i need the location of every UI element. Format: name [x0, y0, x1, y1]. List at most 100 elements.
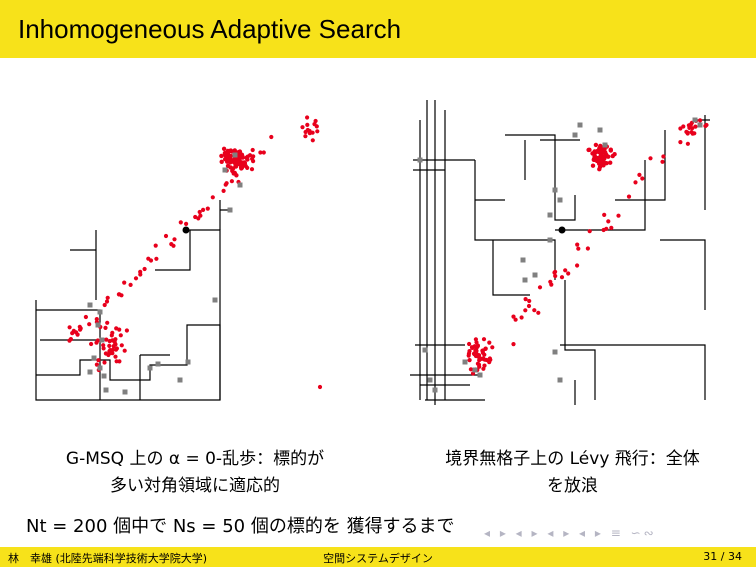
levy-visited-site	[552, 187, 558, 193]
gmsq-visited-site	[232, 152, 238, 158]
levy-target	[537, 285, 543, 290]
levy-visited-site	[692, 117, 698, 123]
gmsq-visited-site	[97, 309, 103, 315]
gmsq-target	[258, 150, 263, 155]
levy-target	[490, 345, 495, 350]
gmsq-target	[102, 302, 107, 308]
levy-path-segment	[505, 134, 580, 221]
levy-target	[597, 167, 602, 172]
levy-target	[661, 154, 666, 159]
gmsq-target	[119, 343, 124, 348]
gmsq-target	[303, 134, 308, 139]
levy-target	[689, 130, 694, 135]
gmsq-target	[225, 159, 230, 164]
levy-path-segment	[555, 160, 646, 400]
gmsq-visited-site	[97, 365, 103, 371]
figure-left-gmsq	[35, 115, 323, 401]
caption-left-line2: 多い対角領域に適応的	[110, 476, 280, 496]
levy-target	[593, 142, 599, 148]
levy-target	[626, 194, 632, 199]
gmsq-target	[83, 314, 88, 320]
levy-target	[678, 126, 683, 131]
levy-target	[597, 146, 602, 151]
levy-target	[527, 298, 532, 304]
gmsq-target	[89, 341, 94, 347]
levy-target	[575, 263, 580, 268]
gmsq-visited-site	[147, 365, 153, 371]
levy-visited-site	[602, 142, 608, 148]
gmsq-target	[133, 276, 139, 281]
caption-left-line1: G-MSQ 上の α = 0-乱歩：標的が	[65, 449, 325, 469]
gmsq-target	[305, 115, 310, 120]
gmsq-target	[171, 243, 176, 248]
gmsq-target	[124, 328, 129, 333]
gmsq-visited-site	[103, 387, 109, 393]
gmsq-target	[68, 337, 73, 342]
levy-target	[585, 246, 590, 251]
levy-target	[633, 180, 638, 185]
title-bar: Inhomogeneous Adaptive Search	[0, 0, 756, 58]
levy-target	[595, 155, 600, 161]
gmsq-target	[105, 295, 110, 300]
gmsq-target	[234, 159, 240, 165]
levy-visited-site	[557, 197, 563, 203]
gmsq-target	[116, 292, 121, 297]
levy-visited-site	[432, 387, 438, 393]
levy-target	[474, 348, 479, 353]
levy-target	[648, 156, 653, 161]
gmsq-target	[193, 214, 198, 220]
gmsq-target	[113, 354, 118, 359]
gmsq-target	[317, 384, 323, 390]
gmsq-target	[103, 325, 108, 330]
gmsq-visited-site	[177, 377, 183, 383]
levy-target	[612, 152, 617, 157]
gmsq-target	[225, 163, 231, 169]
levy-target	[601, 227, 606, 233]
gmsq-target	[219, 153, 224, 159]
gmsq-target	[94, 317, 99, 322]
gmsq-target	[107, 343, 112, 348]
gmsq-target	[154, 256, 159, 261]
levy-target	[684, 129, 689, 134]
gmsq-cell-boundary	[70, 230, 97, 300]
levy-target	[575, 242, 580, 247]
beamer-navigation[interactable]: ◂ ▸ ◂ ▸ ◂ ▸ ◂ ▸ ≡ ∽∾	[484, 526, 657, 540]
levy-target	[576, 246, 581, 251]
gmsq-target	[114, 359, 119, 364]
levy-visited-site	[522, 277, 528, 283]
gmsq-visited-site	[95, 322, 101, 328]
levy-visited-site	[557, 377, 563, 383]
levy-visited-site	[547, 237, 553, 243]
footer-author: 林 幸雄 (北陸先端科学技術大学院大学)	[8, 552, 208, 565]
gmsq-target	[249, 167, 255, 172]
gmsq-current-walker	[182, 226, 190, 234]
levy-visited-site	[427, 377, 433, 383]
gmsq-visited-site	[87, 369, 93, 375]
condition-note: Nt = 200 個中で Ns = 50 個の標的を 獲得するまで	[26, 516, 455, 537]
levy-target	[678, 140, 683, 145]
levy-target	[487, 356, 492, 361]
gmsq-target	[307, 128, 312, 134]
levy-target	[685, 141, 690, 146]
gmsq-target	[305, 122, 310, 127]
gmsq-target	[219, 159, 224, 164]
gmsq-target	[261, 150, 266, 155]
gmsq-target	[229, 179, 234, 184]
levy-visited-site	[472, 367, 478, 373]
gmsq-target	[101, 343, 106, 348]
gmsq-target	[109, 333, 114, 338]
gmsq-target	[210, 195, 215, 200]
caption-left: G-MSQ 上の α = 0-乱歩：標的が 多い対角領域に適応的	[20, 446, 370, 500]
levy-target	[483, 346, 488, 351]
gmsq-target	[110, 338, 115, 343]
levy-visited-site	[417, 157, 423, 163]
gmsq-visited-site	[222, 167, 228, 173]
levy-target	[598, 153, 603, 158]
gmsq-target	[163, 233, 169, 239]
gmsq-cell-boundary	[35, 300, 221, 401]
gmsq-target	[67, 325, 72, 330]
levy-target	[602, 212, 607, 217]
gmsq-target	[310, 138, 315, 143]
levy-target	[637, 172, 642, 177]
levy-target	[599, 162, 604, 167]
